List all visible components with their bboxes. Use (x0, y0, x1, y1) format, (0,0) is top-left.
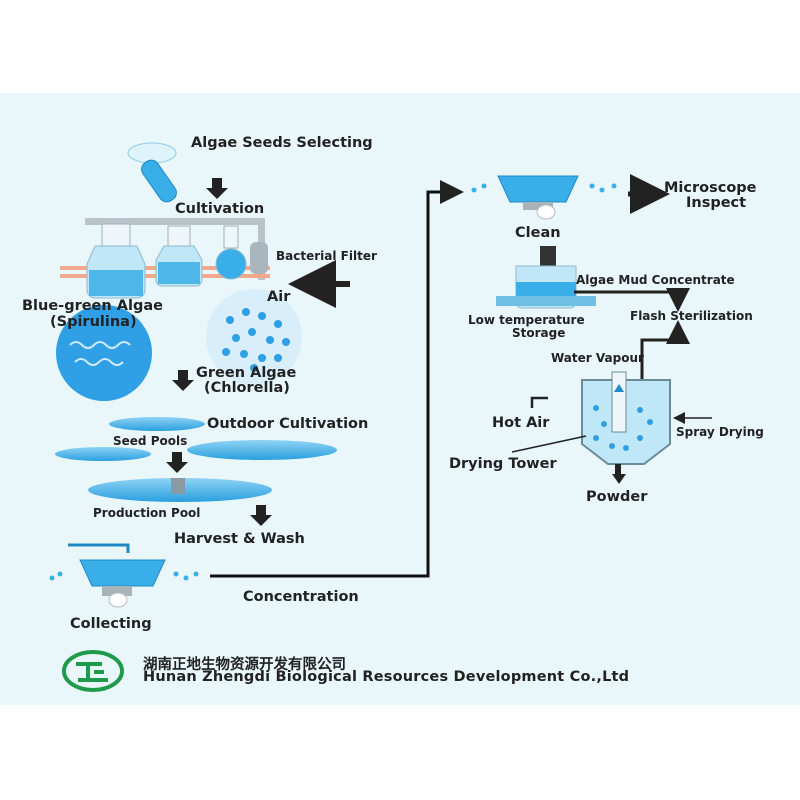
label-clean: Clean (515, 225, 561, 241)
cultivation-bottles-icon (60, 218, 270, 299)
drying-tower-icon (581, 371, 671, 484)
label-inspect: Inspect (686, 195, 747, 211)
label-green-algae: Green Algae (196, 365, 297, 381)
pools-icon (55, 417, 337, 502)
company-logo-icon (62, 650, 124, 692)
spirulina-icon (56, 305, 152, 401)
label-powder: Powder (586, 489, 648, 505)
drying-tower-pointer (511, 435, 587, 453)
company-name-chinese: 湖南正地生物资源开发有限公司 (143, 657, 346, 673)
flow-arrows-left (166, 178, 272, 526)
label-spirulina: (Spirulina) (50, 314, 137, 330)
company-name-english: Hunan Zhengdi Biological Resources Devel… (143, 669, 630, 685)
label-spray-drying: Spray Drying (676, 425, 764, 439)
label-hot-air: Hot Air (492, 415, 550, 431)
label-cultivation: Cultivation (175, 201, 265, 217)
storage-tank-icon (496, 246, 596, 309)
label-blue-green-algae: Blue-green Algae (22, 298, 163, 314)
label-algae-mud-concentrate: Algae Mud Concentrate (576, 273, 735, 287)
label-collecting: Collecting (70, 616, 152, 632)
label-harvest-wash: Harvest & Wash (174, 531, 305, 547)
label-flash-sterilization: Flash Sterilization (630, 309, 753, 323)
flash-arrows (574, 288, 690, 312)
label-air: Air (267, 289, 291, 305)
label-drying-tower: Drying Tower (449, 456, 557, 472)
label-algae-seeds: Algae Seeds Selecting (191, 135, 373, 151)
concentration-line (210, 180, 464, 578)
chlorella-icon (206, 289, 302, 385)
hot-air-line (530, 396, 548, 408)
vapour-line (640, 320, 690, 380)
label-production-pool: Production Pool (93, 506, 201, 520)
test-tube-icon (127, 142, 177, 203)
centrifuge-icon-clean (471, 175, 617, 220)
label-chlorella: (Chlorella) (204, 380, 290, 396)
label-water-vapour: Water Vapour (551, 351, 644, 365)
centrifuge-icon-collecting (49, 543, 199, 608)
label-seed-pools: Seed Pools (113, 434, 188, 448)
label-low-temperature: Low temperature (468, 313, 585, 327)
label-microscope: Microscope (664, 180, 757, 196)
label-outdoor-cultivation: Outdoor Cultivation (207, 416, 369, 432)
label-storage: Storage (512, 326, 566, 340)
label-concentration: Concentration (243, 589, 359, 605)
label-bacterial-filter: Bacterial Filter (276, 249, 377, 263)
